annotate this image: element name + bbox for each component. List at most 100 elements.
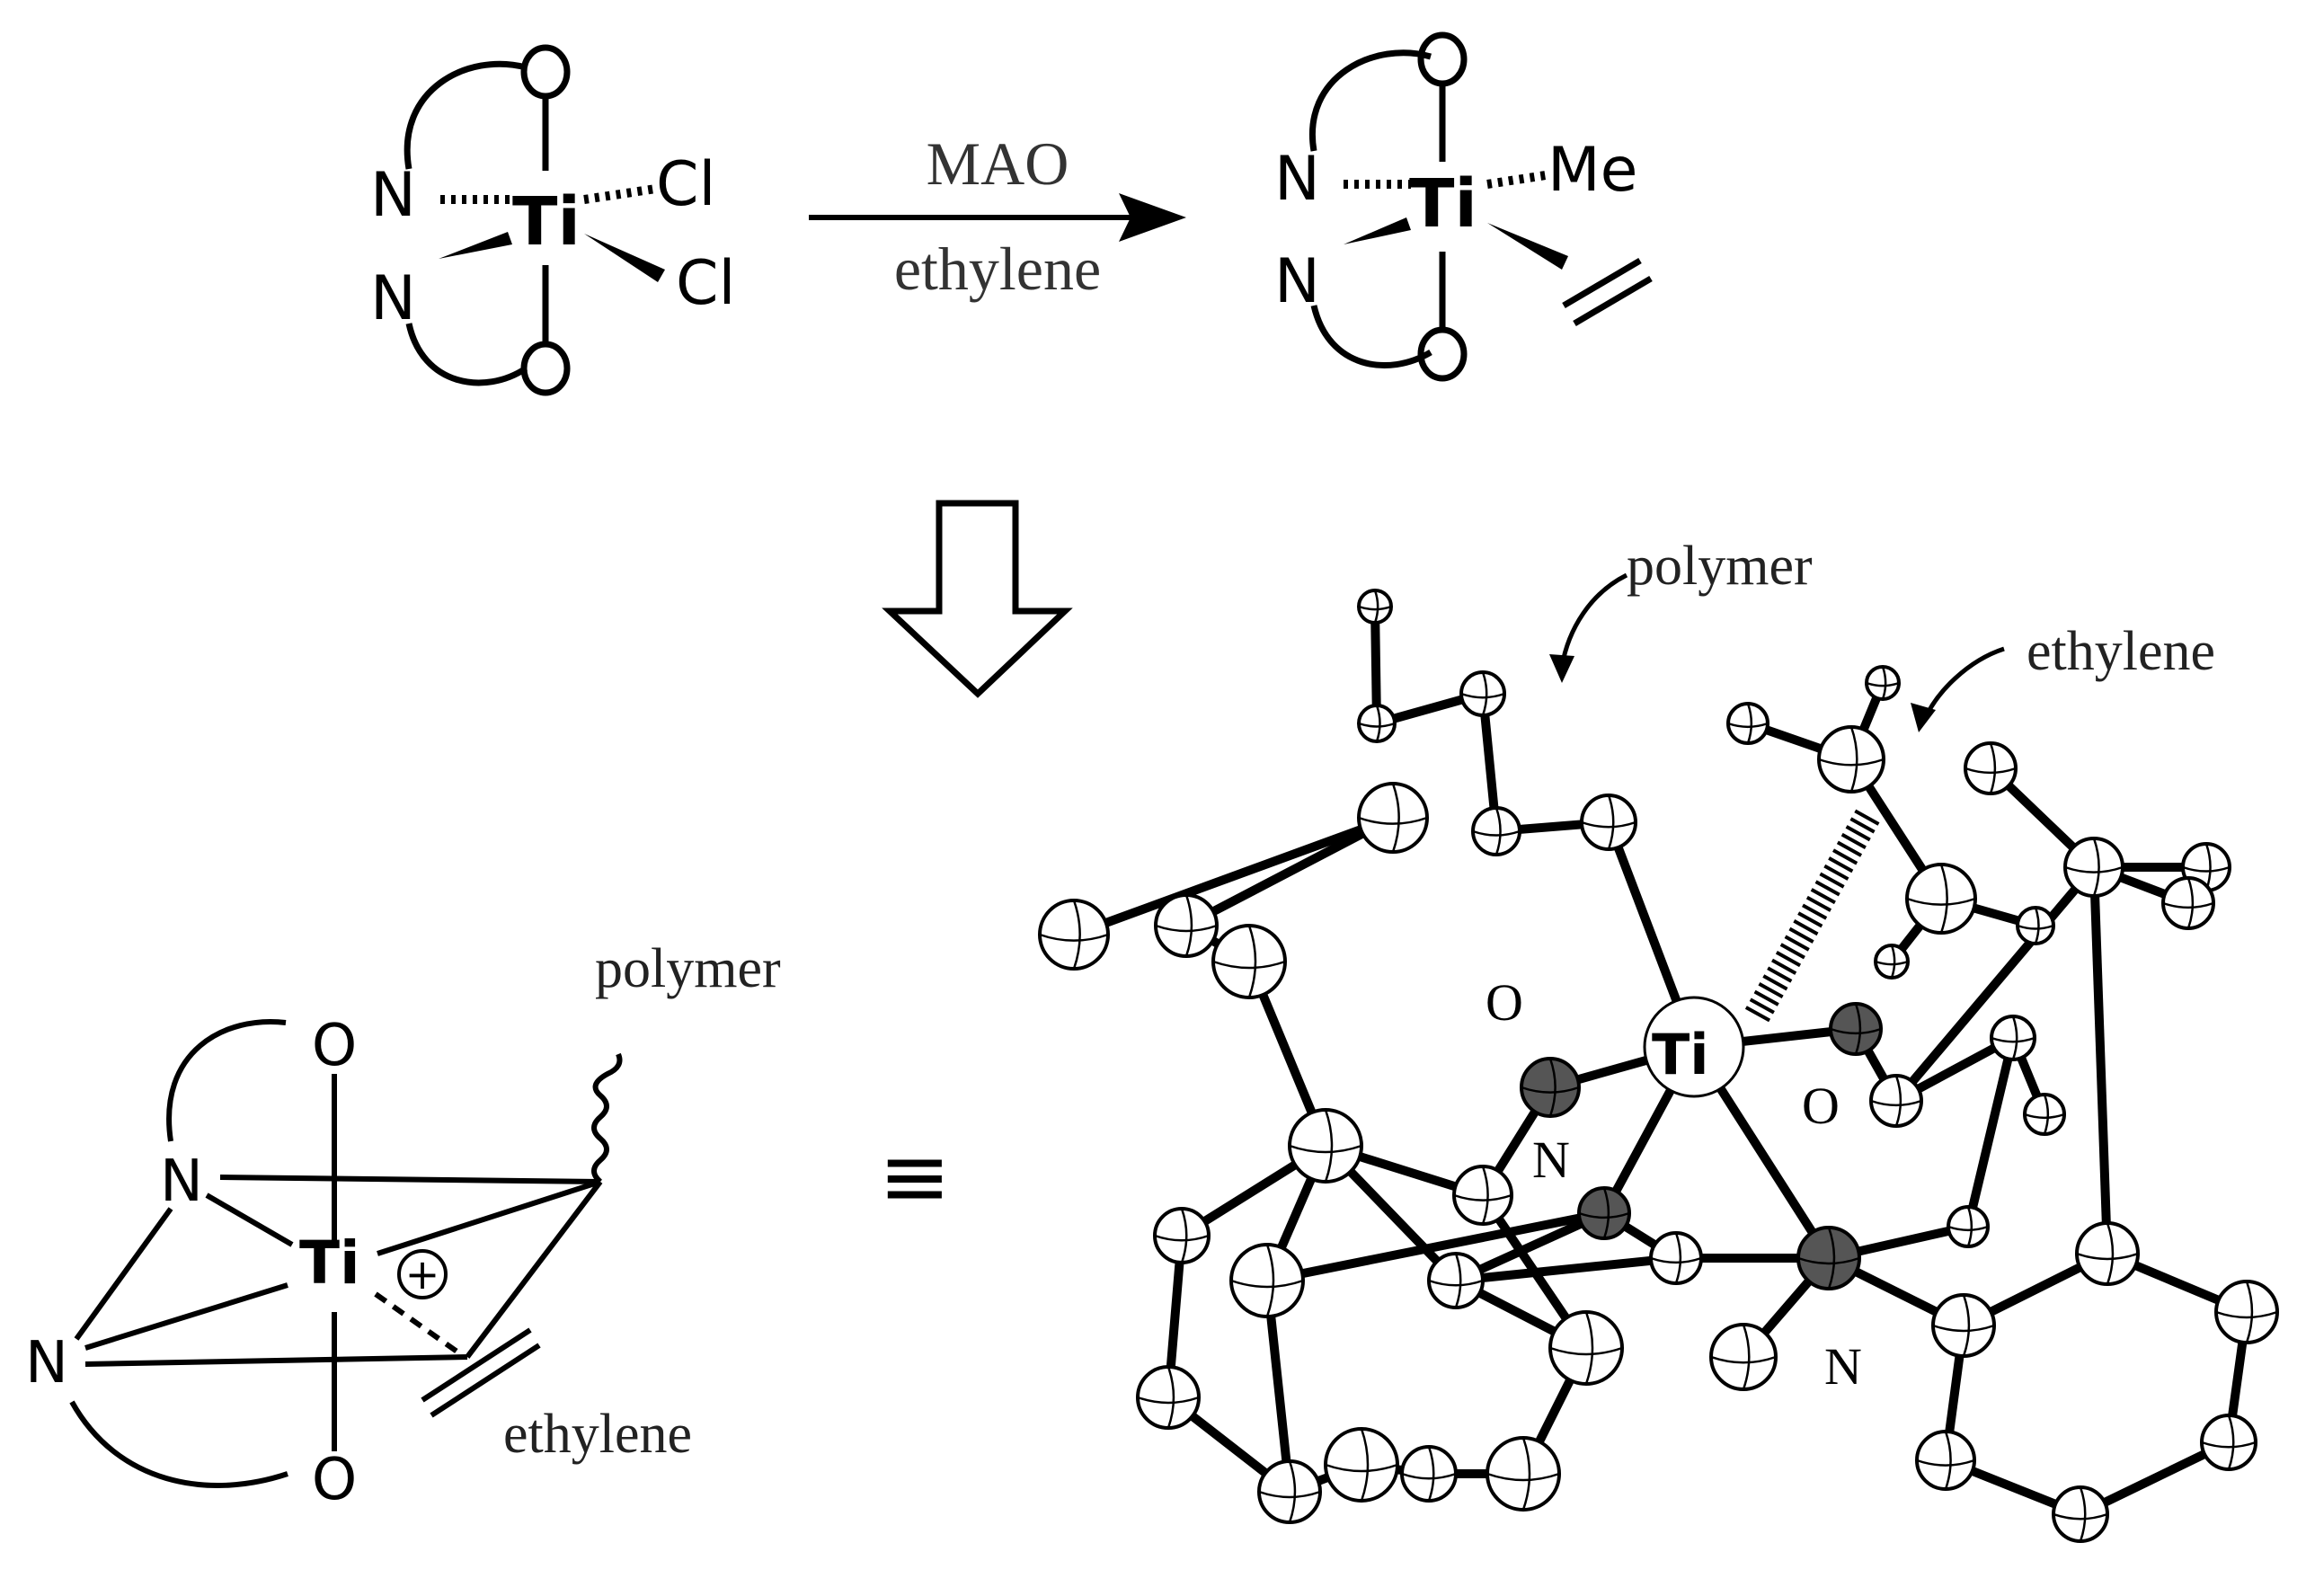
n-lower-to-ethylene-carbon [84,1354,468,1367]
xray-o-left: O [1486,973,1523,1032]
product-n-upper: N [1274,144,1320,215]
carbon-atom-sphere [1288,1108,1363,1184]
carbon-atom-sphere [1580,794,1637,851]
cation-polymer-label: polymer [595,938,781,999]
carbon-atom-sphere [1709,1323,1778,1391]
lower-chelate-arc [1310,305,1432,368]
carbon-atom-sphere [1726,702,1769,745]
titanium-atom [1643,996,1745,1098]
carbon-atom-sphere [1452,1165,1513,1226]
o-top-ring [1417,31,1468,87]
carbon-atom-sphere [2023,1093,2066,1136]
cation-ethylene-label: ethylene [503,1404,692,1465]
structure-bond [1266,1209,1605,1285]
precursor-ti: Ti [512,183,581,261]
structure-bond [1893,864,2098,1104]
ti-to-polymer-carbon [377,1179,601,1256]
carbon-atom-sphere [1865,665,1901,701]
carbon-atom-sphere [1357,704,1397,743]
carbon-atom-sphere [1136,1365,1201,1430]
cation-model [69,1019,623,1488]
carbon-atom-sphere [1905,863,1977,935]
carbon-atom-sphere [1649,1231,1703,1285]
carbon-atom-sphere [2052,1485,2109,1543]
carbon-atom-sphere [2063,837,2124,898]
xray-ethylene-label: ethylene [2027,621,2215,682]
precursor-complex [404,44,665,396]
o-bottom-ring [520,341,571,396]
carbon-atom-sphere [1471,806,1521,856]
xray-n-right: N [1824,1337,1862,1396]
xray-polymer-label: polymer [1627,536,1813,597]
product-me: Me [1548,135,1638,206]
cation-ti: Ti [299,1228,360,1298]
polymer-pointer-arrow [1559,572,1628,668]
xray-ti: Ti [1652,1022,1709,1087]
xray-o-right: O [1802,1077,1840,1135]
equivalence-symbol: ≡ [879,1126,951,1227]
precursor-cl-lower: Cl [676,248,735,319]
heteroatom-sphere [1829,1002,1883,1056]
xray-n-left: N [1532,1130,1570,1189]
positive-charge-circle [397,1249,448,1299]
arrow-head [1119,193,1186,242]
carbon-atom-sphere [1211,924,1287,999]
carbon-atom-sphere [1257,1459,1322,1524]
carbon-atom-sphere [2075,1221,2140,1286]
ethylene-pointer-arrow [1922,646,2005,721]
structure-bond [1072,813,1395,939]
ethylene-double-bond-b [430,1343,541,1418]
carbon-atom-sphere [1357,782,1429,854]
ti-cl-hash-bond [583,184,657,204]
carbon-atom-sphere [2214,1280,2279,1344]
heteroatom-sphere [1520,1057,1581,1118]
cation-o-bottom: O [312,1447,357,1513]
ti-n-wedge-bond [1344,217,1411,244]
carbon-atom-sphere [2016,906,2055,945]
polymer-wavy-bond [591,1052,623,1184]
n-upper-to-n-lower [74,1207,173,1341]
structure-bond [2089,866,2112,1255]
ethylene-pointer-head [1911,703,1936,732]
carbon-atom-sphere [1154,893,1219,958]
lower-chelate-arc [405,323,528,386]
ti-ethylene-wedge-bond [1487,223,1568,270]
positive-charge-sign: + [405,1250,440,1299]
n-upper-to-ti [205,1193,294,1247]
carbon-atom-sphere [1931,1293,1996,1358]
carbon-atom-sphere [1486,1436,1561,1512]
upper-chelate-arc [166,1019,287,1142]
carbon-atom-sphere [1400,1445,1458,1503]
upper-chelate-arc [404,60,527,170]
atoms [1038,589,2279,1543]
n-lower-to-ti [84,1282,288,1351]
carbon-atom-sphere [1915,1430,1976,1491]
ti-me-hash-bond [1486,171,1547,189]
carbon-atom-sphere [1869,1074,1923,1128]
cation-n-upper: N [160,1148,203,1215]
reaction-arrow [809,193,1186,242]
precursor-cl-upper: Cl [656,149,715,220]
carbon-atom-sphere [2161,876,2215,930]
carbon-atom-sphere [1947,1205,1990,1248]
structure-bond [1964,1036,2018,1228]
carbon-atom-sphere [1357,589,1393,625]
lower-chelate-arc [69,1400,288,1488]
ethylene-double-bond-a [421,1327,532,1403]
product-complex [1308,31,1653,382]
carbon-atom-sphere [1324,1427,1399,1503]
ti-ethylene-dashed-bond [374,1291,460,1355]
carbon-atom-sphere [1964,741,2018,795]
carbon-atom-sphere [1459,670,1506,717]
carbon-atom-sphere [1153,1207,1211,1264]
ti-ethylene-hashed-bond [1744,806,1882,1023]
carbon-atom-sphere [1038,899,1110,971]
arrow-label-mao: MAO [927,129,1069,198]
product-ti: Ti [1409,165,1477,243]
crystal-structure [1038,589,2279,1543]
n-upper-to-polymer-carbon [219,1175,601,1184]
cation-n-lower: N [25,1330,68,1396]
carbon-atom-sphere [1990,1015,2036,1061]
carbon-atom-sphere [1427,1252,1485,1309]
